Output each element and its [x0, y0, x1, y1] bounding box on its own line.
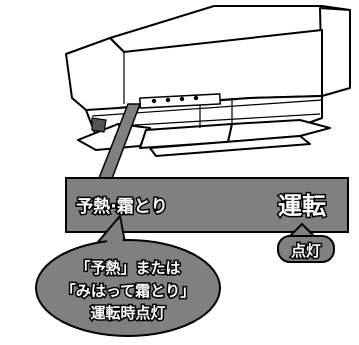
panel-label-preheat-defrost: 予熱·霜とり	[76, 196, 167, 217]
panel-label-operation: 運転	[278, 192, 326, 220]
unit-indicator-strip	[139, 93, 221, 109]
note-bubble	[35, 239, 221, 337]
lamp-on-bubble	[277, 235, 335, 263]
louver-bottom	[149, 135, 311, 157]
louver-right	[227, 119, 331, 143]
air-conditioner-unit	[65, 5, 351, 157]
note-line-2: 「みはって霜とり」	[61, 282, 195, 300]
note-line-1: 「予熱」または	[75, 259, 180, 277]
unit-right-side	[319, 7, 351, 97]
lamp-on-label: 点灯	[291, 242, 321, 260]
note-line-3: 運転時点灯	[90, 304, 165, 322]
